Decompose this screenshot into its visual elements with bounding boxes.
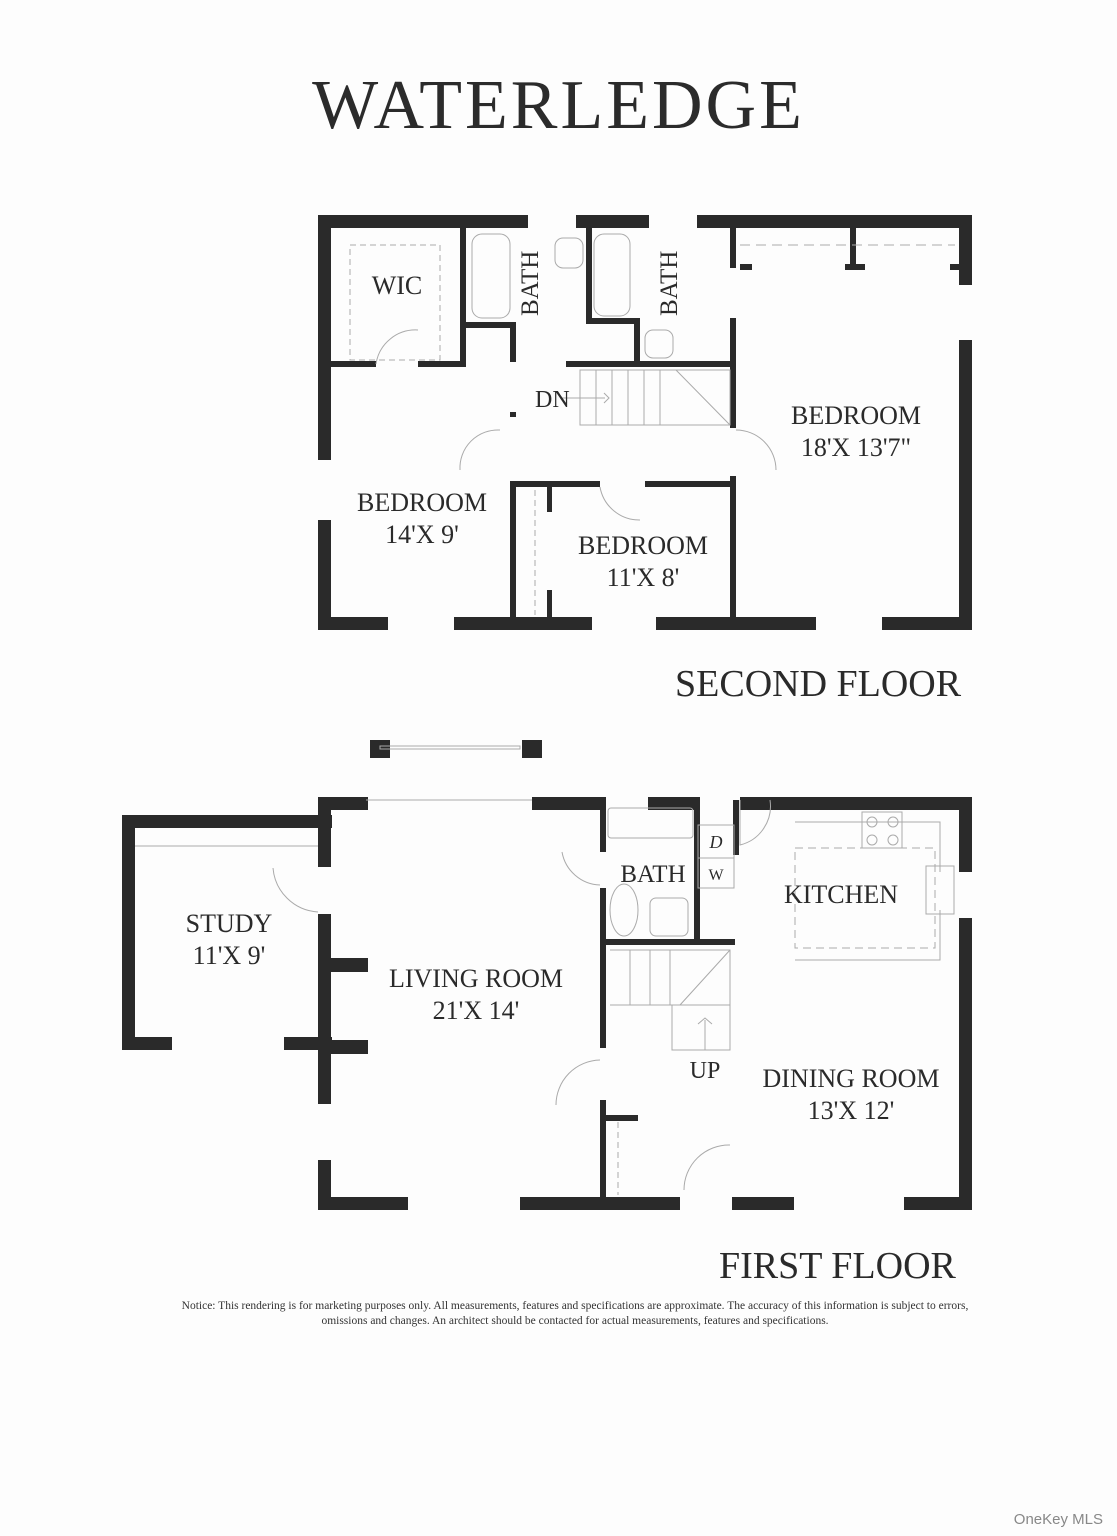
- plan-title: WATERLEDGE: [312, 67, 805, 144]
- room-bath-first: BATH: [620, 861, 685, 888]
- room-bedroom-2: BEDROOM: [357, 488, 487, 517]
- room-master-bedroom: BEDROOM: [791, 401, 921, 430]
- first-floor-fixtures: [135, 745, 955, 1195]
- room-study: STUDY: [186, 909, 273, 938]
- watermark: OneKey MLS: [1013, 1511, 1103, 1528]
- room-bedroom-2-dims: 14'X 9': [385, 520, 459, 549]
- stairs-down-label: DN: [535, 387, 570, 413]
- room-dining-dims: 13'X 12': [808, 1096, 895, 1125]
- dryer-label: D: [709, 832, 723, 852]
- room-living: LIVING ROOM: [389, 964, 563, 993]
- room-bath-1: BATH: [517, 251, 544, 316]
- first-floor-label: FIRST FLOOR: [719, 1245, 956, 1287]
- room-study-dims: 11'X 9': [193, 941, 266, 970]
- washer-label: W: [708, 867, 724, 884]
- room-bedroom-3-dims: 11'X 8': [607, 563, 680, 592]
- room-wic: WIC: [372, 271, 423, 300]
- room-kitchen: KITCHEN: [784, 880, 898, 909]
- disclaimer-notice: Notice: This rendering is for marketing …: [181, 1300, 969, 1327]
- stairs-up-label: UP: [690, 1058, 721, 1084]
- room-bedroom-3: BEDROOM: [578, 531, 708, 560]
- second-floor-fixtures: [349, 233, 955, 615]
- room-dining: DINING ROOM: [763, 1064, 940, 1093]
- room-living-dims: 21'X 14': [433, 996, 520, 1025]
- second-floor-walls: [318, 215, 972, 630]
- room-bath-2: BATH: [656, 251, 683, 316]
- second-floor-label: SECOND FLOOR: [675, 663, 962, 705]
- room-master-bedroom-dims: 18'X 13'7": [801, 433, 911, 462]
- first-floor-walls: [122, 740, 972, 1210]
